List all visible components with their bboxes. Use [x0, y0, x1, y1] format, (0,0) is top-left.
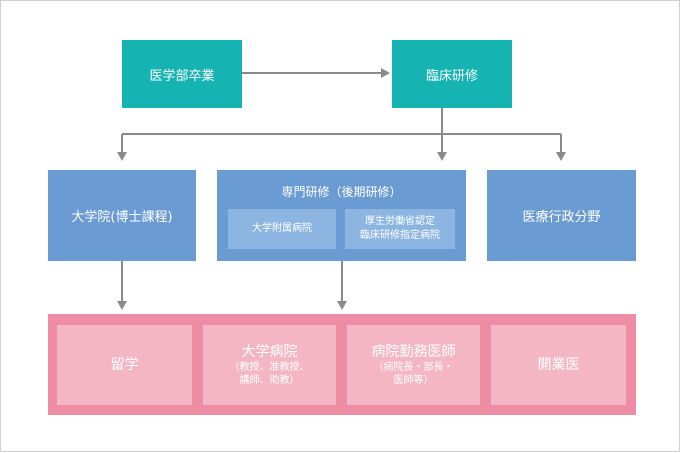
hospital-doctor-detail-2: 医師等） [393, 375, 434, 386]
graduate-school-label: 大学院(博士課程) [71, 210, 173, 225]
university-hospital-title: 大学病院 [241, 344, 298, 360]
arrowhead-bottom [337, 301, 347, 310]
private-practice-box: 開業医 [491, 325, 626, 405]
university-hospital-detail-1: （教授、准教授、 [229, 362, 310, 373]
clinical-training-box: 臨床研修 [392, 40, 512, 108]
hospital-doctor-title: 病院勤務医師 [371, 344, 456, 360]
university-hospital-box: 大学病院 （教授、准教授、 講師、助教） [203, 325, 336, 405]
arrowhead-administration [556, 152, 566, 161]
university-affiliated-hospital-label: 大学附属病院 [252, 223, 312, 234]
hospital-doctor-detail-1: （病院長・部長・ [373, 362, 454, 373]
graduate-school-box: 大学院(博士課程) [48, 170, 196, 261]
designated-hospital-line1: 厚生労働省認定 [365, 216, 435, 227]
university-hospital-detail-2: 講師、助教） [239, 375, 300, 386]
arrowhead-specialty [437, 152, 447, 161]
specialty-training-title: 専門研修（後期研修） [281, 185, 402, 199]
arrowhead-abroad [117, 301, 127, 310]
university-affiliated-hospital-box: 大学附属病院 [228, 209, 336, 249]
graduation-box: 医学部卒業 [122, 40, 242, 108]
clinical-training-label: 臨床研修 [425, 68, 478, 84]
private-practice-label: 開業医 [537, 357, 580, 373]
hospital-doctor-box: 病院勤務医師 （病院長・部長・ 医師等） [347, 325, 480, 405]
graduation-label: 医学部卒業 [149, 68, 215, 84]
study-abroad-box: 留学 [57, 325, 192, 405]
medical-administration-box: 医療行政分野 [487, 170, 636, 261]
designated-hospital-line2: 臨床研修指定病院 [360, 230, 440, 241]
designated-hospital-box: 厚生労働省認定 臨床研修指定病院 [345, 209, 455, 249]
arrowhead-graduate [117, 152, 127, 161]
arrowhead-clinical [381, 68, 390, 78]
study-abroad-label: 留学 [110, 357, 139, 373]
medical-administration-label: 医療行政分野 [522, 210, 601, 225]
